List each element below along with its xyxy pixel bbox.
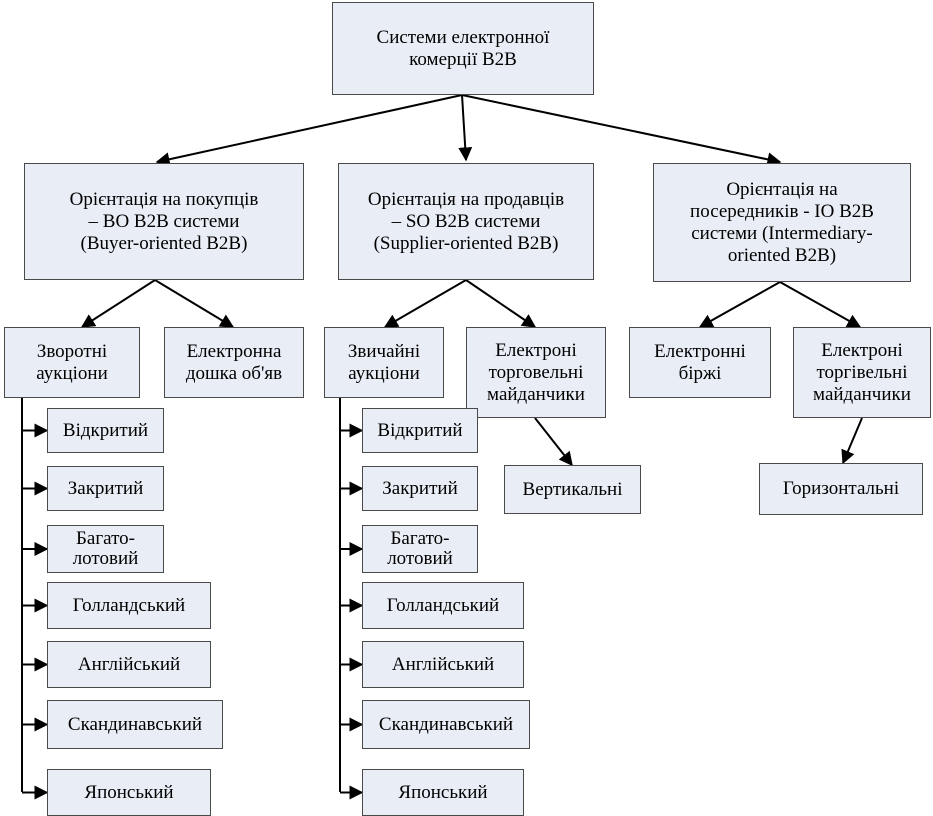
electronic-exchanges-node: Електронні біржі: [629, 327, 771, 398]
arrow-platforms-vertical: [534, 417, 573, 467]
ordinary-auction-type-item: Багато- лотовий: [362, 525, 478, 573]
arrow-root-intermediary: [461, 94, 782, 167]
arrow-intermediary-exchanges: [698, 281, 781, 328]
ordinary-auction-type-item: Відкритий: [362, 408, 478, 453]
ordinary-auction-type-item: Скандинавський: [362, 700, 530, 749]
intermediary-oriented-node: Орієнтація на посередників - IO B2B сист…: [653, 163, 911, 282]
reverse-auction-type-item: Японський: [47, 769, 211, 816]
arrow-buyer-reverse: [80, 279, 156, 328]
arrow-intermediary-platforms: [779, 281, 862, 328]
ordinary-auction-type-item: Англійський: [362, 641, 524, 688]
arrow-root-buyer: [155, 94, 463, 167]
buyer-oriented-node: Орієнтація на покупців – BO B2B системи …: [24, 163, 304, 280]
ordinary-auctions-node: Звичайні аукціони: [324, 327, 444, 398]
ordinary-auction-type-item: Закритий: [362, 466, 478, 511]
supplier-trading-platforms-node: Електроні торговельні майданчики: [466, 327, 606, 418]
vertical-node: Вертикальні: [504, 465, 641, 514]
reverse-auction-type-item: Відкритий: [47, 408, 164, 453]
arrow-buyer-board: [154, 279, 235, 328]
supplier-oriented-node: Орієнтація на продавців – SO B2B системи…: [338, 163, 594, 280]
arrow-root-supplier: [458, 94, 473, 162]
reverse-auction-type-item: Закритий: [47, 466, 164, 511]
ordinary-auction-type-item: Японський: [362, 769, 524, 816]
reverse-auction-type-item: Багато- лотовий: [47, 525, 164, 573]
root-node: Системи електронної комерції B2B: [332, 2, 594, 95]
arrow-platforms-horizontal: [841, 417, 863, 465]
arrow-supplier-ordinary: [383, 279, 467, 328]
reverse-auction-type-item: Англійський: [47, 641, 211, 688]
reverse-auctions-node: Зворотні аукціони: [4, 327, 140, 398]
intermediary-trading-platforms-node: Електроні торгівельні майданчики: [793, 327, 931, 418]
arrow-supplier-platforms: [465, 279, 537, 328]
reverse-auction-type-item: Скандинавський: [47, 700, 223, 749]
reverse-auction-type-item: Голландський: [47, 582, 211, 629]
ordinary-auction-type-item: Голландський: [362, 582, 524, 629]
bulletin-board-node: Електронна дошка об'яв: [164, 327, 304, 398]
horizontal-node: Горизонтальні: [759, 463, 923, 515]
